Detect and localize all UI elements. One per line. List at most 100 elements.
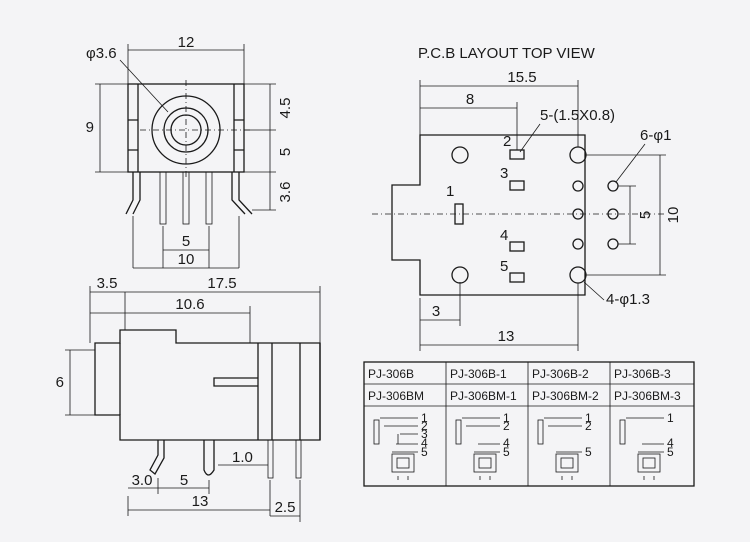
pcb-pin-1-label: 1: [446, 183, 454, 200]
front-lead-length-label: 3.6: [277, 182, 294, 203]
side-dim-d-label: 5: [180, 472, 188, 489]
pcb-slot-5: [509, 272, 525, 283]
dim-front-width: [127, 44, 245, 84]
schematic-2-pin-4: 4: [503, 436, 510, 450]
dim-side-e-f: [127, 480, 301, 522]
front-pin-3: [205, 171, 213, 225]
side-dim-b-label: 10.6: [175, 296, 204, 313]
side-height-label: 6: [56, 374, 64, 391]
schematic-3-pin-1: 1: [585, 411, 592, 425]
side-dim-total-label: 17.5: [207, 275, 236, 292]
schematic-4: 1 4 5: [619, 411, 674, 480]
side-body-details: [119, 343, 321, 440]
dim-front-bottom: [132, 216, 240, 269]
dim-side-top: [89, 286, 321, 343]
pcb-mount-label: 4-φ1.3: [606, 291, 650, 308]
pcb-slot-1: [454, 203, 464, 225]
dim-pcb-pitch-10: [586, 154, 666, 276]
front-body-details: [128, 84, 244, 172]
table-model-bm2: PJ-306BM-2: [532, 389, 599, 403]
dim-pcb-8: [420, 102, 518, 150]
front-top-offset-label: 4.5: [277, 98, 294, 119]
model-table: PJ-306B PJ-306B-1 PJ-306B-2 PJ-306B-3 PJ…: [363, 361, 695, 487]
front-dia-label: φ3.6: [86, 45, 117, 62]
side-pin-gap-label: 1.0: [232, 449, 253, 466]
schematic-2-pin-1: 1: [503, 411, 510, 425]
pcb-width-8-label: 8: [466, 91, 474, 108]
pcb-pin-4-label: 4: [500, 227, 508, 244]
side-body-outline: [94, 329, 321, 441]
pcb-mount-hole-br: [569, 266, 587, 284]
pcb-mount-hole-bl: [451, 266, 469, 284]
pcb-hole-leader: [615, 143, 646, 183]
dim-pcb-13: [419, 283, 579, 351]
schematic-3-pin-5: 5: [585, 445, 592, 459]
pcb-pitch-5-label: 5: [637, 211, 654, 219]
front-pin-2: [182, 171, 190, 225]
pcb-layout: P.C.B LAYOUT TOP VIEW 1 2 3 4 5 15.5 8 5…: [372, 45, 682, 351]
table-model-b2: PJ-306B-2: [532, 367, 589, 381]
schematic-2-pin-5: 5: [503, 445, 510, 459]
side-pin-center: [203, 440, 215, 476]
side-pin-right-1: [267, 439, 274, 479]
schematic-1-pin-1: 1: [421, 411, 428, 425]
schematic-1-pin-5: 5: [421, 445, 428, 459]
pcb-title: P.C.B LAYOUT TOP VIEW: [418, 45, 596, 62]
pcb-slot-4: [509, 241, 525, 252]
side-dim-a-label: 3.5: [97, 275, 118, 292]
dim-front-right: [244, 83, 276, 211]
pcb-slot-3: [509, 180, 525, 191]
front-span-label: 10: [178, 251, 195, 268]
schematic-1-pin-4: 4: [421, 436, 428, 450]
pcb-offset-3-label: 3: [432, 303, 440, 320]
pcb-slot-label: 5-(1.5X0.8): [540, 107, 615, 124]
pcb-hole-b: [572, 208, 584, 220]
dim-front-height: [95, 83, 128, 173]
pcb-hole-e: [607, 208, 619, 220]
pcb-mount-hole-tl: [451, 146, 469, 164]
dim-pcb-pitch-5: [618, 185, 636, 245]
pcb-hole-d: [607, 180, 619, 192]
schematic-1-pin-3: 3: [421, 427, 428, 441]
pcb-pin-5-label: 5: [500, 258, 508, 275]
front-dia-leader: [119, 59, 169, 113]
pcb-mount-hole-tr: [569, 146, 587, 164]
table-model-bm3: PJ-306BM-3: [614, 389, 681, 403]
table-model-b3: PJ-306B-3: [614, 367, 671, 381]
table-grid: [364, 362, 694, 486]
schematic-1-pin-2: 2: [421, 419, 428, 433]
pcb-slot-2: [509, 149, 525, 160]
front-height-label: 9: [86, 119, 94, 136]
table-model-b1: PJ-306B-1: [450, 367, 507, 381]
side-pin-left: [149, 440, 165, 475]
schematic-4-pin-1: 1: [667, 411, 674, 425]
schematic-3: 1 2 5: [537, 411, 592, 480]
dim-side-b: [90, 306, 251, 343]
side-latch: [213, 377, 258, 387]
pcb-pitch-10-label: 10: [665, 207, 682, 224]
side-pin-right-2: [295, 439, 302, 479]
front-pin-spacing-label: 5: [277, 148, 294, 156]
front-width-label: 12: [178, 34, 195, 51]
dim-pcb-3: [420, 282, 461, 326]
dim-side-c-d: [128, 478, 210, 494]
side-dim-c-label: 3.0: [132, 472, 153, 489]
pcb-hole-a: [572, 180, 584, 192]
pcb-length-13-label: 13: [498, 328, 515, 345]
side-view: 3.5 17.5 10.6 6 1.0 3.0 5 13 2.5: [56, 275, 321, 522]
schematic-4-pin-4: 4: [667, 436, 674, 450]
dim-side-height: [65, 349, 95, 416]
front-view: 12 9 φ3.6 4.5 5 3.6 5 10: [86, 34, 294, 269]
front-pin-1: [159, 171, 167, 225]
side-dim-e-label: 13: [192, 493, 209, 510]
table-border: [363, 361, 695, 487]
table-model-bm1: PJ-306BM-1: [450, 389, 517, 403]
pcb-hole-c: [572, 238, 584, 250]
schematic-1: 1 2 3 4 5: [373, 411, 428, 480]
pcb-hole-label: 6-φ1: [640, 127, 671, 144]
table-model-bm: PJ-306BM: [368, 389, 424, 403]
pcb-pin-2-label: 2: [503, 133, 511, 150]
front-pitch-label: 5: [182, 233, 190, 250]
pcb-hole-f: [607, 238, 619, 250]
